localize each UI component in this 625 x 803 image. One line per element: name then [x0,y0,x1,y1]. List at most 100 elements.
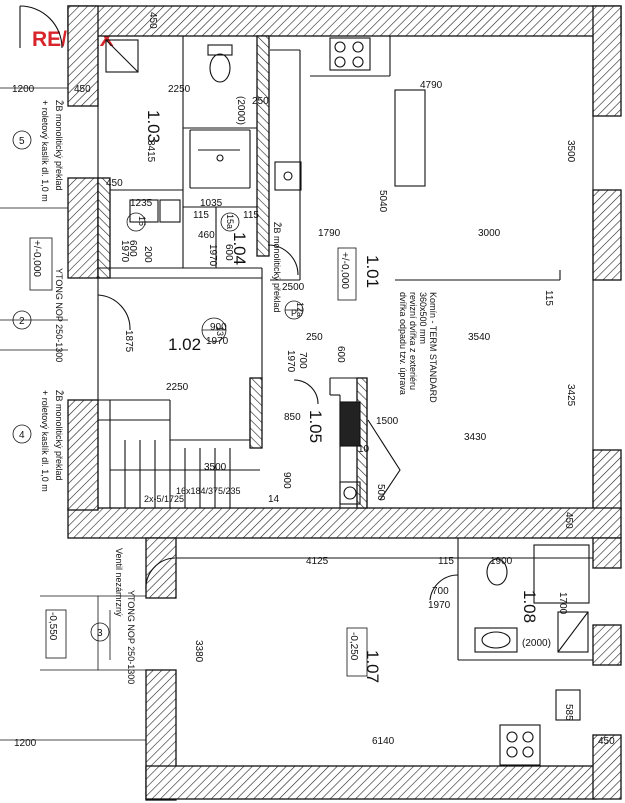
dim-450-mid: 450 [106,178,123,189]
note-komin-1: Komín - TERM STANDARD [428,292,438,403]
dim-450-c: 450 [563,512,574,529]
dim-4790: 4790 [420,80,443,91]
dim-14: 14 [268,494,280,505]
dim-460: 460 [198,230,215,241]
level-1-01: +/-0,000 [339,252,350,289]
room-1-07: 1.07 [363,650,382,683]
door-code-13: 13 [215,326,225,336]
dim-850: 850 [284,412,301,423]
dim-3000: 3000 [478,228,501,239]
dim-1875: 1875 [123,330,134,353]
dim-1200-top: 1200 [12,84,35,95]
grid-5: 5 [19,136,25,147]
notes: ŽB monolitický překlad + roletový kaslík… [40,100,438,684]
stairs-spec-a: 16x184/375/235 [176,486,241,496]
note-ytong-top: YTONG NOP 250-1300 [54,268,64,362]
dim-900: 900 [210,322,227,333]
dim-1970-c: 1970 [206,336,229,347]
room-1-08: 1.08 [520,590,539,623]
dim-1035: 1035 [200,198,223,209]
exterior-walls [67,5,622,801]
room-1-01: 1.01 [363,255,382,288]
dim-10: 10 [358,444,370,455]
dim-600-a: 600 [127,240,138,257]
dim-1500: 1500 [376,416,399,427]
dim-115-d: 115 [438,556,454,567]
door-codes: 13 15 15a 12a P [137,214,305,336]
dim-1970-a: 1970 [119,240,130,263]
dim-115-a: 115 [193,210,209,221]
dim-3500: 3500 [565,140,576,163]
note-komin-2: 360x500 mm [418,292,428,344]
dim-3500-b: 3500 [204,462,227,473]
dim-3380: 3380 [193,640,204,663]
note-rol-top: + roletový kaslík dl. 1,0 m [40,100,50,202]
dim-450-top: 450 [74,84,91,95]
level-1-07: -0,250 [348,632,359,661]
grid-2: 2 [19,316,25,327]
level-left-top: +/-0,000 [31,240,42,277]
dim-115-b: 115 [243,210,259,221]
level-left-bottom: -0,550 [47,612,58,641]
dim-3540: 3540 [468,332,491,343]
dim-3425: 3425 [565,384,576,407]
note-komin-3: revizní dvířka z exteriéru [408,292,418,390]
room-1-04: 1.04 [230,232,249,265]
dim-200: 200 [142,246,153,263]
room-labels: 1.03 1.02 1.04 1.05 1.01 1.07 1.08 [144,110,539,683]
interior-lines [19,5,594,766]
room-1-03: 1.03 [144,110,163,143]
dim-1900: 1900 [490,556,513,567]
dim-600-c: 600 [335,346,346,363]
dim-6140: 6140 [372,736,395,747]
dimension-labels: 1200 450 2250 250 4790 3500 3415 (2000) … [12,12,615,749]
dim-5040: 5040 [377,190,388,213]
dim-1970-b: 1970 [207,244,218,267]
dim-450-bot: 450 [598,736,615,747]
dim-2500: 2500 [282,282,305,293]
grid-lines [0,87,368,741]
room-1-05: 1.05 [306,410,325,443]
note-zb-top: ŽB monolitický překlad [54,100,64,191]
note-rol-bot: + roletový kaslík dl. 1,0 m [40,390,50,492]
dim-500: 500 [375,484,386,501]
dim-585: 585 [563,704,574,721]
staircase [98,400,260,508]
dim-250-b: 250 [306,332,323,343]
dim-900-b: 900 [281,472,292,489]
grid-labels: 5 2 4 3 [19,136,103,639]
door-code-p: P [291,308,297,318]
dim-700-a: 700 [297,352,308,369]
note-ytong-bot: YTONG NOP 250-1300 [126,590,136,684]
dim-1700: 1700 [557,592,568,615]
dim-2000-a: (2000) [235,96,246,125]
note-zb-bot: ŽB monolitický překlad [54,390,64,481]
dim-1790: 1790 [318,228,341,239]
dim-115-c: 115 [543,290,554,306]
dim-250-a: 250 [252,96,269,107]
dim-600-b: 600 [223,244,234,261]
room-1-02: 1.02 [168,335,201,354]
door-code-15a: 15a [225,214,235,229]
stairs-spec-b: 2x-5/1725 [144,494,184,504]
dim-2000-b: (2000) [522,638,551,649]
door-code-12a: 12a [295,302,305,317]
dim-4125: 4125 [306,556,329,567]
dim-3415: 3415 [145,140,156,163]
dim-2250-mid: 2250 [166,382,189,393]
dim-1200-bot: 1200 [14,738,37,749]
dim-1970-d: 1970 [285,350,296,373]
dim-1970-e: 1970 [428,600,451,611]
note-komin-4: dvířka odpadu tzv. úprava [398,292,408,395]
dim-450-topwall: 450 [147,12,158,29]
dim-3430: 3430 [464,432,487,443]
grid-4: 4 [19,430,25,441]
grid-3: 3 [97,628,103,639]
dim-2250-top: 2250 [168,84,191,95]
dim-1235: 1235 [130,198,153,209]
dim-700-b: 700 [432,586,449,597]
level-labels: +/-0,000 -0,250 +/-0,000 -0,550 [31,240,359,661]
note-ytong-mid: ŽB monolitický překlad [272,222,282,313]
note-ventil: Ventil nezámrzný [114,548,124,617]
